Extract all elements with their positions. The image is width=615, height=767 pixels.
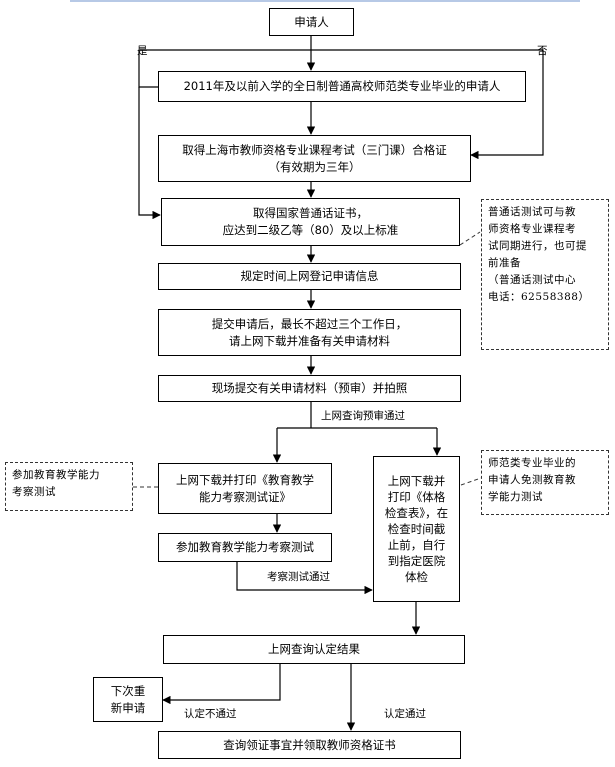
label-no: 否 bbox=[537, 45, 548, 57]
node-health-line3: 检查表》，在 bbox=[384, 506, 449, 520]
node-submit-line2: 请上网下载并准备有关申请材料 bbox=[229, 333, 390, 348]
note-mandarin-line5: （普通话测试中心 bbox=[488, 274, 576, 286]
note-mandarin-line4: 前准备 bbox=[488, 257, 521, 269]
node-graduate-text: 2011年及以前入学的全日制普通高校师范类专业毕业的申请人 bbox=[183, 79, 501, 93]
note-exempt: 师范类专业毕业的 申请人免测教育教 学能力测试 bbox=[481, 450, 609, 515]
node-exam-line2: （有效期为三年） bbox=[268, 159, 361, 174]
node-reapply: 下次重 新申请 bbox=[93, 677, 163, 722]
note-mandarin-line3: 试同期进行，也可提 bbox=[488, 240, 587, 252]
node-onsite: 现场提交有关申请材料（预审）并拍照 bbox=[158, 375, 461, 402]
node-ability-test: 参加教育教学能力考察测试 bbox=[158, 533, 332, 562]
node-submit-line1: 提交申请后，最长不超过三个工作日， bbox=[211, 316, 408, 331]
node-print-ticket-line1: 上网下载并打印《教育教学 bbox=[176, 472, 314, 487]
node-query-result-text: 上网查询认定结果 bbox=[268, 642, 360, 656]
node-health-check: 上网下载并 打印《体格 检查表》，在 检查时间截 止前，自行 到指定医院 体检 bbox=[373, 456, 460, 602]
node-exam-line1: 取得上海市教师资格专业课程考试（三门课）合格证 bbox=[182, 142, 447, 157]
node-applicant-text: 申请人 bbox=[294, 14, 329, 29]
node-register: 规定时间上网登记申请信息 bbox=[158, 263, 461, 290]
node-submit: 提交申请后，最长不超过三个工作日， 请上网下载并准备有关申请材料 bbox=[158, 309, 461, 356]
node-onsite-text: 现场提交有关申请材料（预审）并拍照 bbox=[211, 381, 408, 395]
node-health-line2: 打印《体格 bbox=[387, 490, 446, 504]
top-rule bbox=[70, 0, 580, 2]
label-test-pass: 考察测试通过 bbox=[267, 571, 330, 583]
node-final-text: 查询领证事宜并领取教师资格证书 bbox=[223, 737, 396, 752]
note-exempt-line3: 学能力测试 bbox=[488, 491, 543, 503]
node-health-line5: 止前，自行 bbox=[387, 538, 446, 552]
node-print-ticket-line2: 能力考察测试证》 bbox=[199, 489, 291, 504]
note-mandarin-line1: 普通话测试可与教 bbox=[488, 206, 576, 218]
node-health-line1: 上网下载并 bbox=[387, 474, 446, 488]
node-print-ticket: 上网下载并打印《教育教学 能力考察测试证》 bbox=[158, 463, 332, 514]
label-not-pass: 认定不通过 bbox=[184, 708, 237, 720]
node-query-result: 上网查询认定结果 bbox=[163, 635, 465, 664]
node-mandarin-line1: 取得国家普通话证书， bbox=[253, 206, 368, 220]
note-ability-line2: 考察测试 bbox=[12, 486, 56, 498]
node-ability-test-text: 参加教育教学能力考察测试 bbox=[176, 540, 314, 554]
node-health-line4: 检查时间截 bbox=[387, 522, 446, 536]
note-exempt-line2: 申请人免测教育教 bbox=[488, 474, 576, 486]
note-ability-line1: 参加教育教学能力 bbox=[12, 469, 100, 481]
node-reapply-line2: 新申请 bbox=[110, 700, 146, 715]
note-exempt-line1: 师范类专业毕业的 bbox=[488, 457, 576, 469]
label-yes: 是 bbox=[137, 45, 148, 57]
node-mandarin-line2: 应达到二级乙等（80）及以上标准 bbox=[222, 223, 399, 237]
node-reapply-line1: 下次重 bbox=[110, 683, 146, 698]
node-register-text: 规定时间上网登记申请信息 bbox=[240, 269, 379, 283]
node-mandarin: 取得国家普通话证书， 应达到二级乙等（80）及以上标准 bbox=[161, 198, 460, 246]
node-exam: 取得上海市教师资格专业课程考试（三门课）合格证 （有效期为三年） bbox=[158, 135, 471, 182]
note-ability: 参加教育教学能力 考察测试 bbox=[5, 462, 133, 511]
node-health-line6: 到指定医院 bbox=[387, 554, 446, 568]
node-applicant: 申请人 bbox=[269, 8, 354, 36]
node-final: 查询领证事宜并领取教师资格证书 bbox=[158, 731, 461, 759]
note-mandarin: 普通话测试可与教 师资格专业课程考 试同期进行，也可提 前准备 （普通话测试中心… bbox=[481, 199, 609, 350]
node-health-line7: 体检 bbox=[405, 570, 428, 584]
node-graduate: 2011年及以前入学的全日制普通高校师范类专业毕业的申请人 bbox=[158, 71, 526, 102]
note-mandarin-line6: 电话：62558388） bbox=[488, 291, 590, 303]
label-pass: 认定通过 bbox=[384, 708, 426, 720]
note-mandarin-line2: 师资格专业课程考 bbox=[488, 223, 576, 235]
label-pre-pass: 上网查询预审通过 bbox=[321, 410, 405, 422]
